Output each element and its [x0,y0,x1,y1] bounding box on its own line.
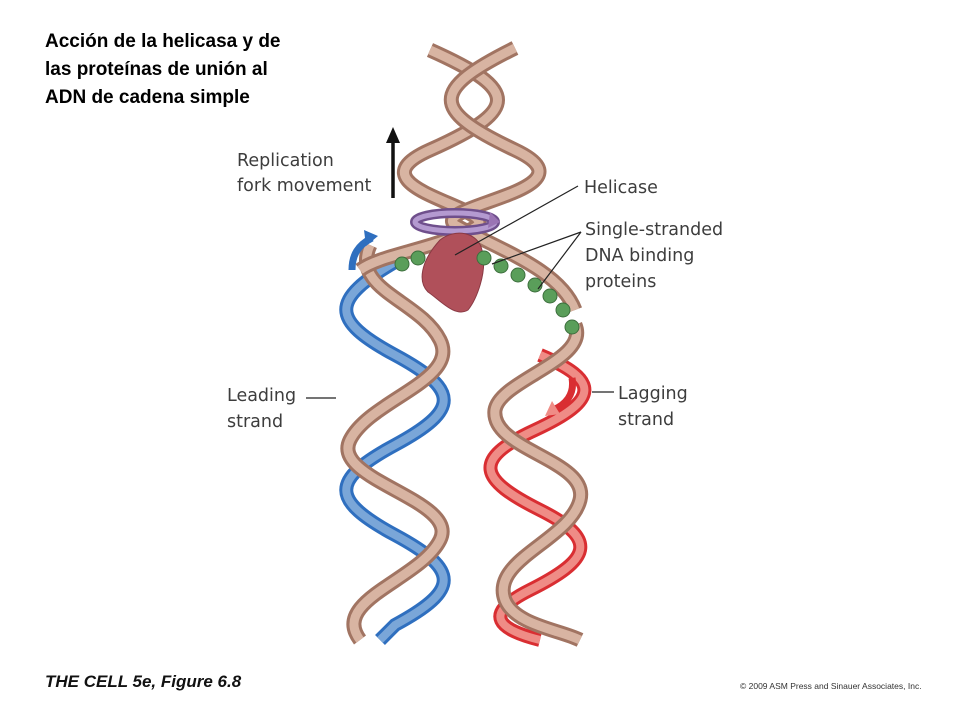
fork-movement-arrowhead [386,127,400,143]
ssb-leader-1 [491,231,582,265]
leader-lines [306,185,614,399]
ssb-protein [564,319,580,335]
helicase-body [421,232,485,313]
helicase-leader [454,185,579,256]
title-line-2: las proteínas de unión al [45,59,268,80]
ssb-label-line-2: DNA binding [585,246,694,266]
title-line-1: Acción de la helicasa y de [45,31,281,52]
title-line-3: ADN de cadena simple [45,87,250,108]
leading-strand-helix [339,230,451,645]
leading-label-line-1: Leading [227,386,296,406]
ssb-protein [555,302,571,318]
replication-label-line-1: Replication [237,151,334,171]
book-figure-caption: THE CELL 5e, Figure 6.8 [45,672,242,691]
ssb-protein [410,250,426,266]
ssb-label-line-3: proteins [585,272,656,292]
ssb-protein [394,256,410,272]
ssb-protein [510,267,526,283]
lagging-strand-helix [483,322,592,647]
lagging-label-line-1: Lagging [618,384,688,404]
copyright-notice: © 2009 ASM Press and Sinauer Associates,… [740,681,922,691]
parental-helix [355,41,583,314]
ssb-leader-2 [537,231,582,290]
helicase-label: Helicase [584,178,658,198]
lagging-label-line-2: strand [618,410,674,430]
helicase-ring [410,208,500,236]
leading-label-line-2: strand [227,412,283,432]
ssb-label-line-1: Single-stranded [585,220,723,240]
ssb-protein [542,288,558,304]
replication-label-line-2: fork movement [237,176,372,196]
ssb-protein [527,277,543,293]
slide-title: Acción de la helicasa y de las proteínas… [45,28,365,112]
ssb-proteins [394,250,580,335]
ssb-protein [476,250,492,266]
